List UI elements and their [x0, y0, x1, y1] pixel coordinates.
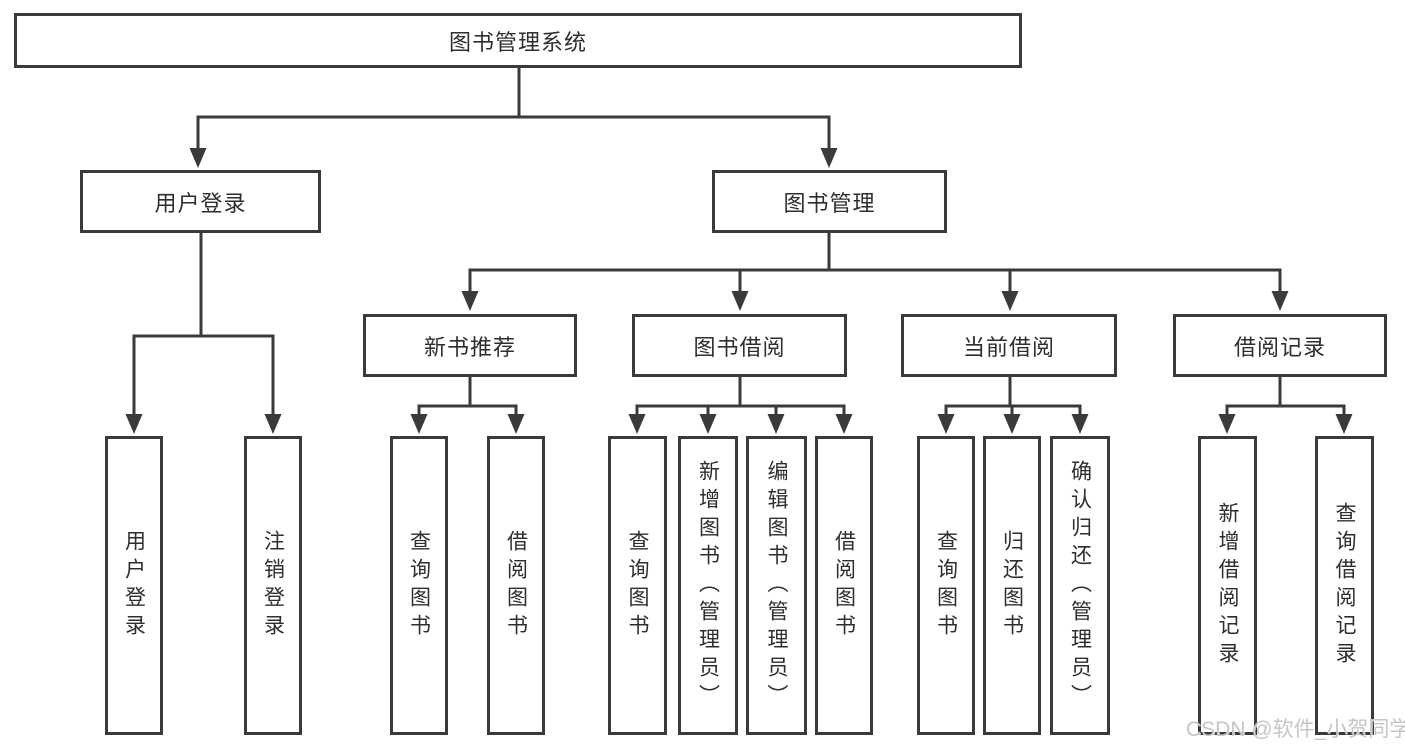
- node-new-book-recommend-label: 新书推荐: [423, 334, 516, 360]
- connector-book-borrow-to-leaves: [635, 375, 846, 418]
- leaf-borrow-books-label: 借阅图书: [832, 529, 856, 642]
- leaf-query-books-borrow: 查询图书: [608, 436, 667, 735]
- leaf-borrow-books-recommend: 借阅图书: [487, 436, 545, 735]
- leaf-query-borrow-record: 查询借阅记录: [1315, 436, 1374, 735]
- leaf-return-books-label: 归还图书: [1000, 529, 1024, 642]
- node-new-book-recommend: 新书推荐: [363, 314, 577, 377]
- node-root-label: 图书管理系统: [448, 29, 587, 55]
- node-borrow-records: 借阅记录: [1173, 314, 1387, 377]
- node-book-management-label: 图书管理: [783, 190, 876, 216]
- leaf-user-login-label: 用户登录: [122, 529, 146, 642]
- node-book-borrow-label: 图书借阅: [693, 334, 786, 360]
- leaf-confirm-return-admin-label: 确认归还（管理员）: [1068, 459, 1092, 712]
- leaf-query-books-recommend-label: 查询图书: [407, 529, 431, 642]
- connector-root-to-level2: [196, 66, 831, 152]
- connector-book-management-to-level3: [468, 231, 1282, 295]
- leaf-logout: 注销登录: [244, 436, 302, 735]
- node-borrow-records-label: 借阅记录: [1233, 334, 1326, 360]
- node-book-borrow: 图书借阅: [632, 314, 847, 377]
- connector-borrow-records-to-leaves: [1225, 375, 1346, 418]
- leaf-confirm-return-admin: 确认归还（管理员）: [1050, 436, 1110, 735]
- connector-current-borrow-to-leaves: [944, 375, 1082, 418]
- leaf-query-books-current: 查询图书: [917, 436, 975, 735]
- leaf-edit-books-admin: 编辑图书（管理员）: [746, 436, 807, 735]
- connector-user-login-to-leaves: [132, 231, 275, 418]
- leaf-add-borrow-record: 新增借阅记录: [1198, 436, 1257, 735]
- leaf-borrow-books: 借阅图书: [815, 436, 873, 735]
- leaf-query-books-current-label: 查询图书: [934, 529, 958, 642]
- node-current-borrow-label: 当前借阅: [962, 334, 1055, 360]
- leaf-query-books-recommend: 查询图书: [390, 436, 448, 735]
- leaf-return-books: 归还图书: [983, 436, 1041, 735]
- node-user-login: 用户登录: [80, 170, 321, 233]
- leaf-query-books-borrow-label: 查询图书: [626, 529, 649, 642]
- arrowheads: [125, 148, 1353, 434]
- leaf-logout-label: 注销登录: [261, 529, 285, 642]
- leaf-add-books-admin-label: 新增图书（管理员）: [696, 459, 720, 712]
- node-book-management: 图书管理: [712, 170, 947, 233]
- node-root: 图书管理系统: [14, 13, 1022, 68]
- leaf-add-borrow-record-label: 新增借阅记录: [1216, 501, 1239, 670]
- leaf-borrow-books-recommend-label: 借阅图书: [504, 529, 528, 642]
- connector-new-book-recommend-to-leaves: [417, 375, 518, 418]
- leaf-add-books-admin: 新增图书（管理员）: [678, 436, 738, 735]
- node-user-login-label: 用户登录: [154, 190, 247, 216]
- leaf-query-borrow-record-label: 查询借阅记录: [1333, 501, 1356, 670]
- leaf-user-login: 用户登录: [105, 436, 163, 735]
- csdn-watermark: CSDN @软件_小贺同学: [1186, 718, 1405, 741]
- node-current-borrow: 当前借阅: [901, 314, 1117, 377]
- leaf-edit-books-admin-label: 编辑图书（管理员）: [765, 459, 788, 712]
